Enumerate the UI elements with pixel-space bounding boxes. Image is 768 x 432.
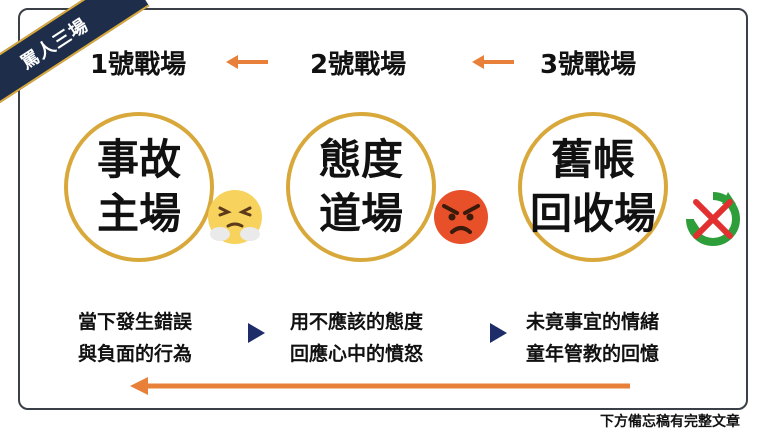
stage-2-title-line2: 道場 (318, 189, 403, 238)
stage-1-description: 當下發生錯誤 與負面的行為 (78, 306, 192, 370)
stage-1-circle: 事故 主場 (64, 112, 214, 262)
stage-1-desc-line1: 當下發生錯誤 (78, 311, 193, 333)
angry-face-icon (434, 190, 488, 244)
stage-3-description: 未竟事宜的情緒 童年管教的回憶 (526, 306, 659, 370)
diagram-card (18, 8, 748, 410)
stage-3-title-line2: 回收場 (529, 189, 656, 238)
stage-2-label: 2號戰場 (310, 50, 407, 80)
stage-2-title-line1: 態度 (318, 135, 403, 184)
stage-3-label: 3號戰場 (540, 50, 637, 80)
stage-3-desc-line2: 童年管教的回憶 (526, 343, 660, 365)
left-arrow-icon (472, 55, 514, 69)
stage-2-desc-line1: 用不應該的態度 (290, 311, 424, 333)
footer-note: 下方備忘稿有完整文章 (600, 414, 740, 430)
stage-1-desc-line2: 與負面的行為 (78, 343, 193, 365)
stage-1-label: 1號戰場 (90, 50, 187, 80)
no-recycle-icon (686, 192, 740, 246)
stage-2-circle: 態度 道場 (286, 112, 436, 262)
right-triangle-icon (248, 323, 265, 343)
stage-2-description: 用不應該的態度 回應心中的憤怒 (290, 306, 423, 370)
face-with-steam-icon (208, 190, 262, 244)
stage-1-title-line1: 事故 (96, 135, 181, 184)
stage-2-desc-line2: 回應心中的憤怒 (290, 343, 424, 365)
stage-3-title-line1: 舊帳 (550, 135, 635, 184)
stage-1-title-line2: 主場 (96, 189, 181, 238)
long-left-arrow-icon (130, 377, 630, 395)
right-triangle-icon (490, 323, 507, 343)
stage-3-desc-line1: 未竟事宜的情緒 (526, 311, 660, 333)
left-arrow-icon (226, 55, 268, 69)
stage-3-circle: 舊帳 回收場 (518, 112, 668, 262)
